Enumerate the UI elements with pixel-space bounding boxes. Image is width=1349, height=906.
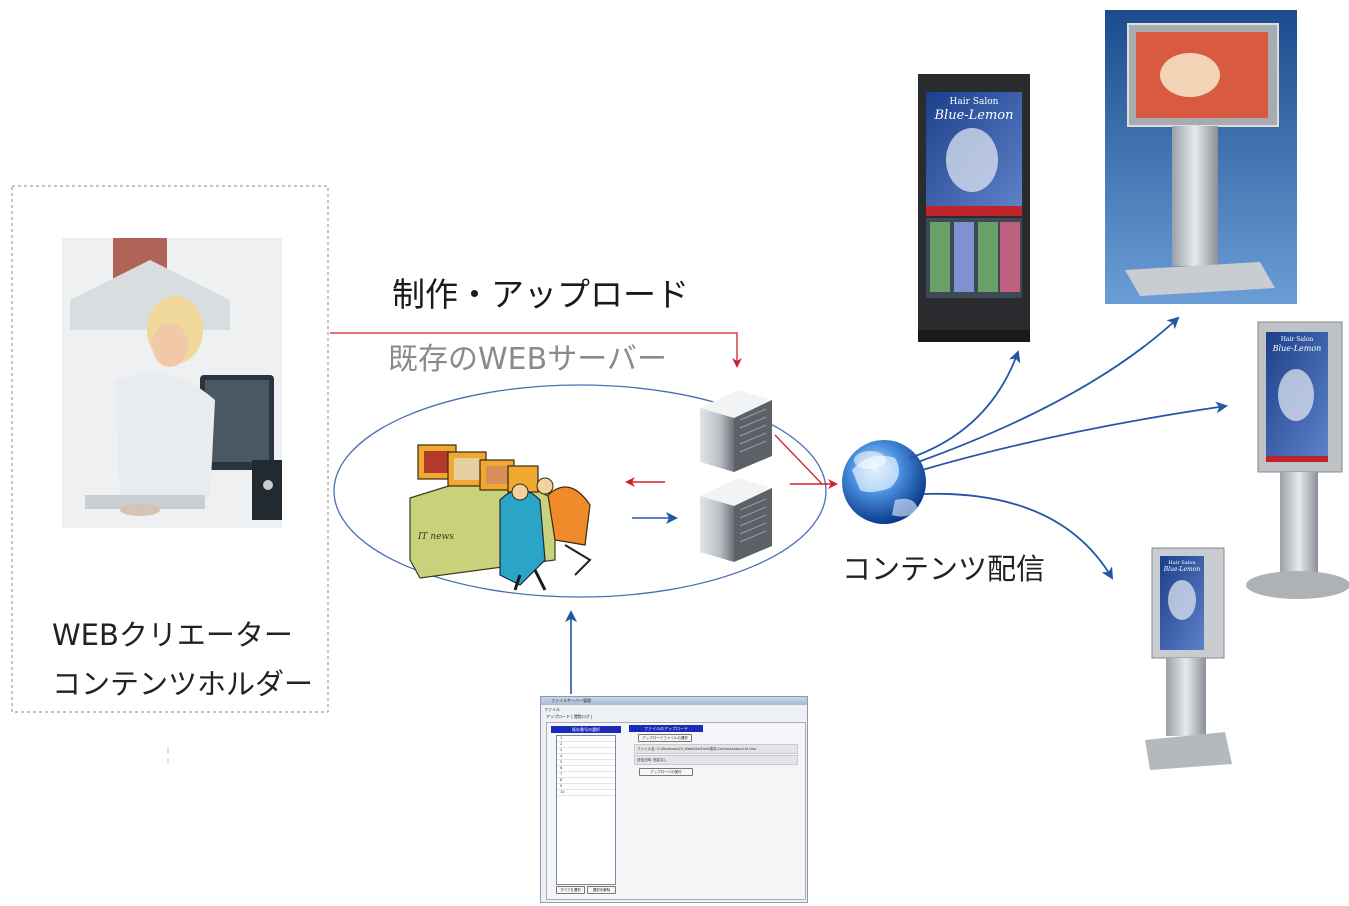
server-to-globe-arrow (774, 434, 823, 485)
list-item[interactable]: 8 (557, 778, 615, 784)
app-titlebar: ファイルサーバー管理 (541, 697, 807, 705)
list-item[interactable]: 10 (557, 790, 615, 796)
distribution-label: コンテンツ配信 (842, 552, 1046, 586)
distribution-arrow-2 (917, 316, 1180, 463)
existing-server-label: 既存のWEBサーバー (388, 342, 667, 377)
creator-photo (62, 238, 282, 528)
poster4-line2: Blue-Lemon (1163, 566, 1201, 573)
deselect-button[interactable]: 選択を解除 (587, 886, 616, 894)
date-field[interactable]: 送信日時: 指定なし (634, 755, 798, 765)
select-all-button[interactable]: すべてを選択 (556, 886, 585, 894)
app-menu[interactable]: ファイル (544, 707, 560, 712)
poster3-line1: Hair Salon (1280, 336, 1314, 343)
creator-box (11, 185, 329, 713)
select-file-button[interactable]: アップロードファイルの選択 (638, 734, 692, 742)
list-item[interactable]: 3 (557, 748, 615, 754)
signage-kiosk-tall (918, 74, 1030, 342)
server-group-ellipse (333, 384, 827, 598)
creator-label-line1: WEBクリエーター (52, 618, 293, 652)
poster-line1: Hair Salon (949, 97, 999, 107)
poster4-line1: Hair Salon (1168, 560, 1196, 566)
list-item[interactable]: 7 (557, 772, 615, 778)
number-listbox[interactable]: 1 2 3 4 5 6 7 8 9 10 (556, 735, 616, 885)
list-item[interactable]: 4 (557, 754, 615, 760)
clipart-sign: IT news (418, 532, 454, 542)
app-tab[interactable]: アップロード | 閲覧ログ | (546, 714, 593, 719)
list-item[interactable]: 2 (557, 742, 615, 748)
globe-icon (842, 440, 926, 524)
poster-line2: Blue-Lemon (934, 108, 1014, 123)
upload-app-window: ファイルサーバー管理 ファイル アップロード | 閲覧ログ | 既存番号の選択 … (540, 696, 808, 903)
signage-kiosk-wide (1105, 10, 1297, 304)
distribution-arrow-1 (909, 350, 1021, 459)
upload-button[interactable]: アップロードの実行 (639, 768, 693, 776)
list-item[interactable]: 6 (557, 766, 615, 772)
signage-kiosk-small (1145, 547, 1232, 770)
distribution-arrow-4 (923, 492, 1114, 580)
distribution-arrow-3 (921, 401, 1228, 471)
right-header: ファイルのアップロード (629, 725, 703, 732)
poster3-line2: Blue-Lemon (1272, 344, 1322, 353)
server-icon-top (700, 390, 772, 472)
list-item[interactable]: 9 (557, 784, 615, 790)
upload-label: 制作・アップロード (392, 275, 689, 314)
file-path-field[interactable]: ファイル名: C:\Windows\IIS_Web\Site\Fold\端末\C… (634, 744, 798, 754)
server-icon-bottom (700, 478, 772, 562)
list-item[interactable]: 1 (557, 736, 615, 742)
left-header: 既存番号の選択 (551, 726, 621, 733)
upload-arrow (330, 332, 742, 368)
list-item[interactable]: 5 (557, 760, 615, 766)
editing-room-clipart (409, 444, 592, 591)
creator-label-line2: コンテンツホルダー (52, 667, 314, 701)
signage-kiosk-portrait (1246, 321, 1349, 599)
